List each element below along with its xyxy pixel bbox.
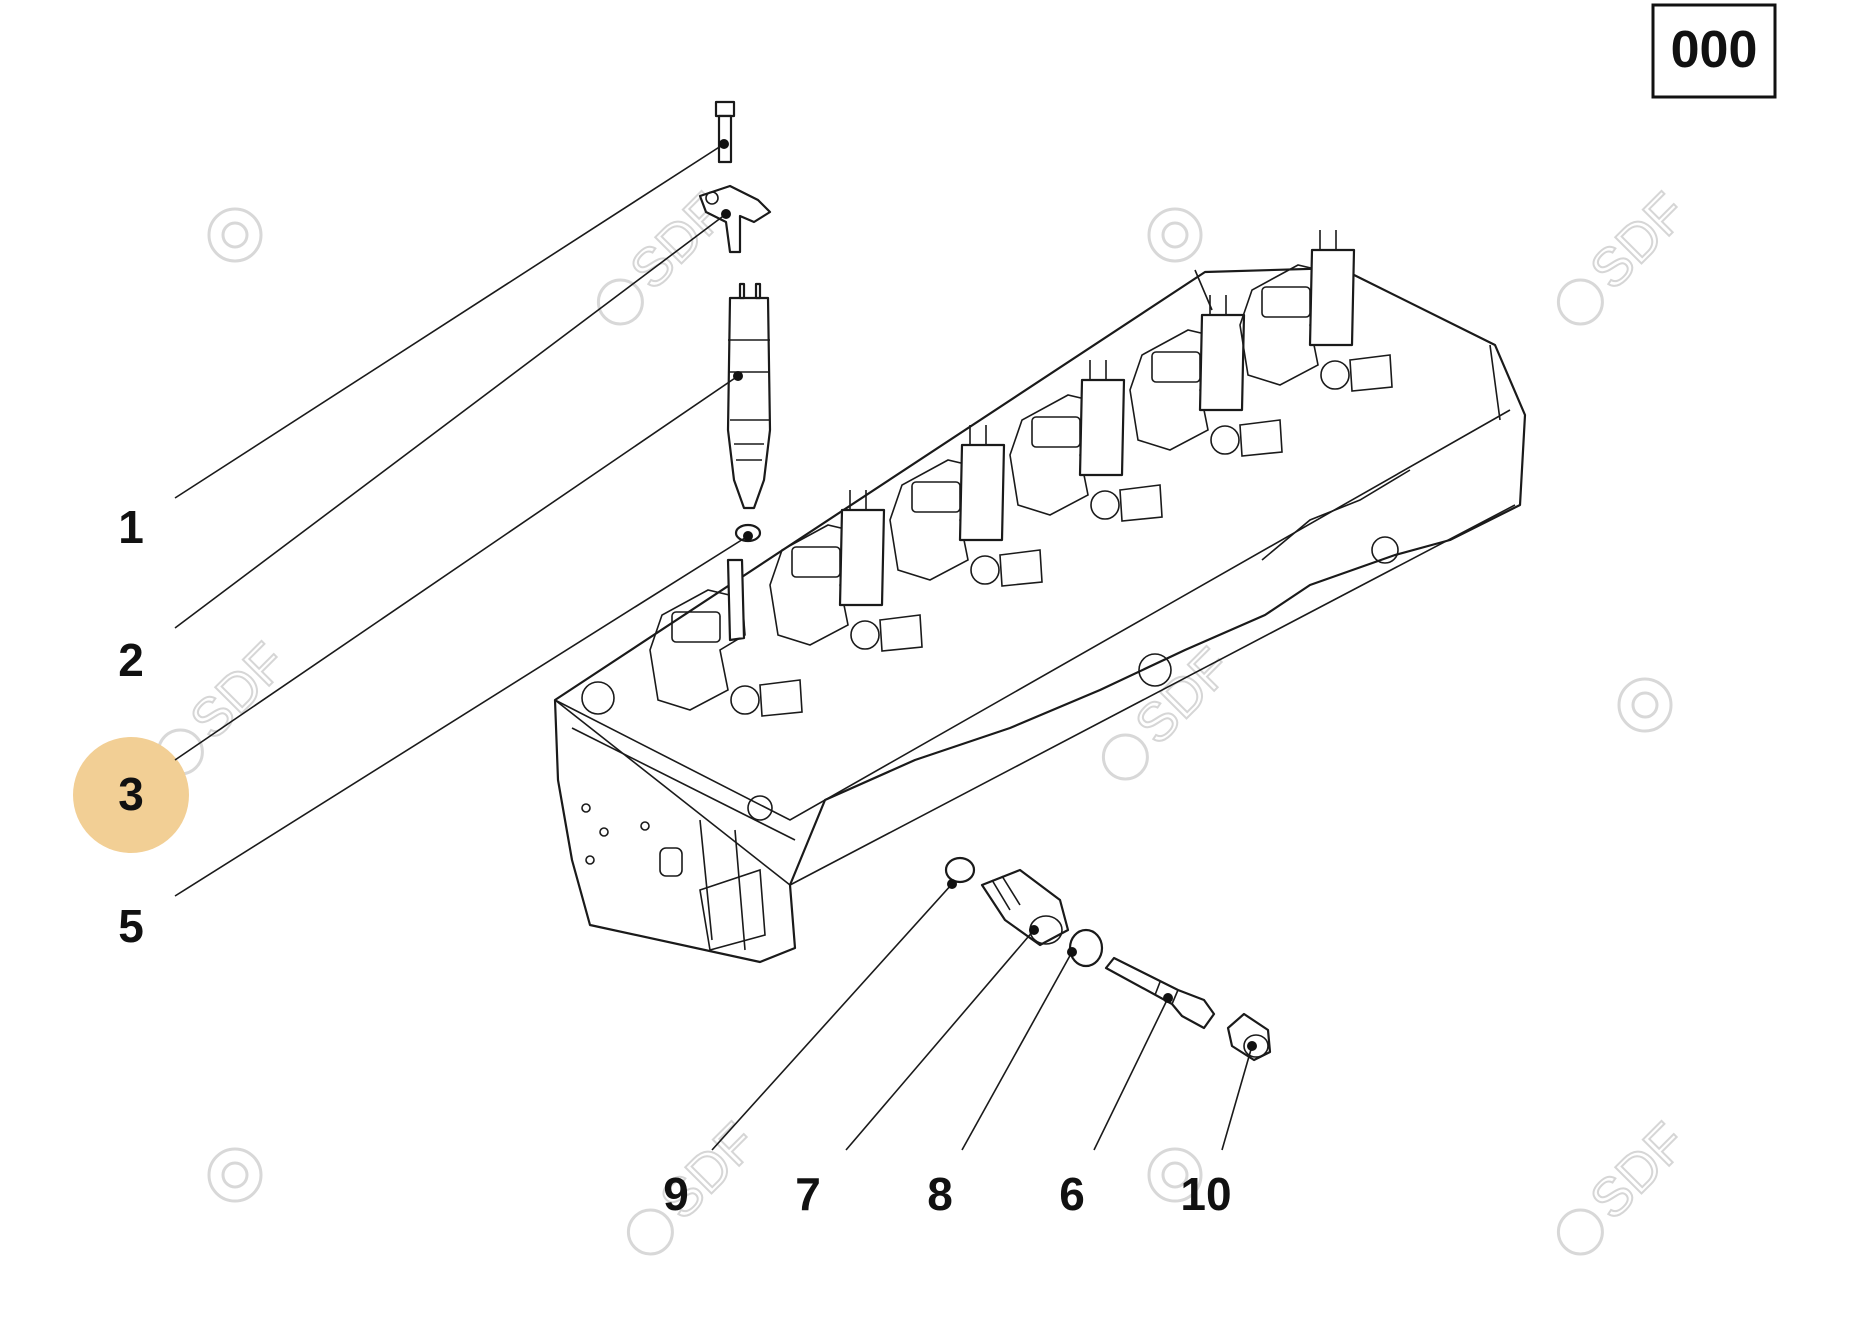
- cylinder-section: [649, 558, 803, 717]
- page-code: 000: [1671, 21, 1758, 79]
- leader-line-3: [174, 375, 739, 761]
- callout-6[interactable]: 6: [1059, 1168, 1085, 1220]
- oring-part-9: [944, 856, 976, 884]
- leader-line-1: [174, 143, 725, 499]
- leader-line-6: [1093, 997, 1169, 1151]
- page-code-box: 000: [1651, 3, 1777, 99]
- injector-part-3: [726, 282, 772, 510]
- callout-3[interactable]: 3: [118, 768, 144, 820]
- leader-line-2: [174, 213, 727, 629]
- leader-dots: [719, 139, 1257, 1051]
- pipe-part-6: [1104, 956, 1216, 1030]
- watermark-text: SDF: [179, 632, 298, 751]
- cylinder-section: [769, 490, 923, 652]
- leader-line-8: [961, 951, 1073, 1151]
- fitting-part-7: [980, 868, 1070, 947]
- callout-5[interactable]: 5: [118, 900, 144, 952]
- watermark-logo-icon: [1617, 677, 1673, 733]
- callouts: 1 2 3 5 9 7 8 6 10: [118, 501, 1231, 1220]
- callout-1[interactable]: 1: [118, 501, 144, 553]
- cylinder-section: [1009, 360, 1163, 522]
- cylinder-section: [889, 425, 1043, 587]
- leader-line-9: [711, 883, 953, 1151]
- callout-2[interactable]: 2: [118, 634, 144, 686]
- watermark-logo-icon: [207, 207, 263, 263]
- watermark-logo-icon: [207, 1147, 263, 1203]
- leader-lines: [174, 143, 1253, 1151]
- watermark-logo-icon: [1147, 207, 1203, 263]
- leader-line-5: [174, 535, 749, 897]
- watermark-text: SDF: [1579, 182, 1698, 301]
- screw-part-1: [714, 100, 736, 164]
- plug-part-10: [1226, 1012, 1272, 1062]
- callout-9[interactable]: 9: [663, 1168, 689, 1220]
- watermark-text: SDF: [1579, 1112, 1698, 1231]
- callout-10[interactable]: 10: [1180, 1168, 1231, 1220]
- callout-7[interactable]: 7: [795, 1168, 821, 1220]
- leader-line-10: [1221, 1045, 1253, 1151]
- callout-8[interactable]: 8: [927, 1168, 953, 1220]
- cylinder-head: [553, 230, 1527, 964]
- cylinder-section: [1239, 230, 1393, 392]
- callout-highlight: [73, 737, 189, 853]
- leader-line-7: [845, 929, 1035, 1151]
- watermark-logo-icon: [1147, 1147, 1203, 1203]
